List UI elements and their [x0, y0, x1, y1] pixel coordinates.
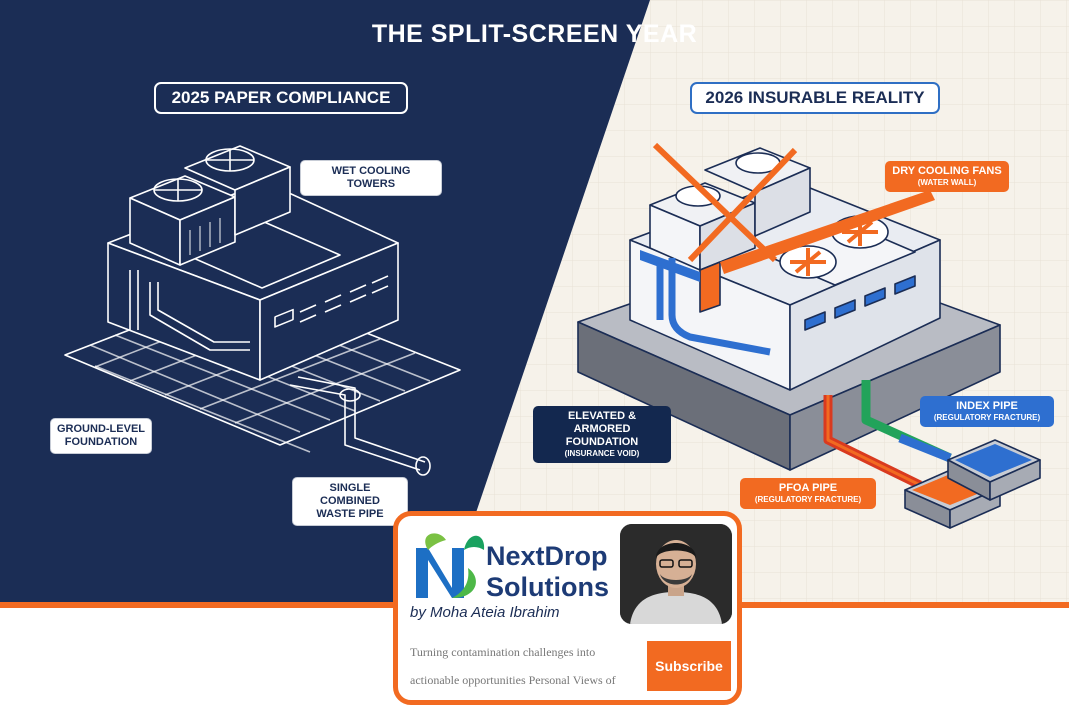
label-index-pipe: INDEX PIPE (REGULATORY FRACTURE) [920, 396, 1054, 427]
label-text: DRY COOLING FANS [892, 165, 1002, 177]
left-building-drawing [64, 145, 461, 476]
label-pfoa-pipe: PFOA PIPE (REGULATORY FRACTURE) [740, 478, 876, 509]
label-dry-cooling-fans: DRY COOLING FANS (WATER WALL) [885, 161, 1009, 192]
label-wet-cooling-towers: WET COOLING TOWERS [300, 160, 442, 196]
label-subtext: (INSURANCE VOID) [564, 449, 640, 458]
x-cross-icon [652, 142, 798, 263]
author-byline: by Moha Ateia Ibrahim [410, 604, 560, 621]
subscribe-button[interactable]: Subscribe [647, 641, 731, 691]
brand-name-line-1: NextDrop [486, 541, 608, 571]
label-subtext: (REGULATORY FRACTURE) [754, 495, 862, 504]
left-panel-heading: 2025 PAPER COMPLIANCE [154, 82, 408, 114]
label-line-1: ELEVATED & ARMORED [567, 410, 637, 435]
label-line-2: FOUNDATION [565, 436, 639, 448]
author-tagline: Turning contamination challenges into ac… [410, 645, 616, 687]
label-line-2: WASTE PIPE [316, 508, 384, 520]
label-text: PFOA PIPE [778, 482, 838, 494]
label-line-1: GROUND-LEVEL [57, 423, 145, 435]
label-subtext: (WATER WALL) [917, 178, 977, 187]
newsletter-card: NextDrop Solutions by Moha Ateia Ibrahim… [393, 511, 742, 705]
label-text: INDEX PIPE [956, 400, 1018, 412]
label-elevated-armored-foundation: ELEVATED & ARMORED FOUNDATION (INSURANCE… [533, 406, 671, 463]
leaf-logo-icon [416, 533, 485, 598]
page-title: THE SPLIT-SCREEN YEAR [371, 20, 698, 48]
fan-icon [779, 245, 837, 279]
right-panel-heading: 2026 INSURABLE REALITY [690, 82, 940, 114]
label-subtext: (REGULATORY FRACTURE) [933, 413, 1041, 422]
label-single-combined-waste-pipe: SINGLE COMBINED WASTE PIPE [292, 477, 408, 526]
label-line-1: SINGLE COMBINED [320, 482, 380, 507]
label-line-2: FOUNDATION [64, 436, 138, 448]
author-avatar [620, 524, 732, 624]
brand-name-line-2: Solutions [486, 572, 609, 602]
label-text: WET COOLING TOWERS [331, 165, 411, 190]
right-building-drawing [577, 142, 1041, 529]
label-ground-level-foundation: GROUND-LEVEL FOUNDATION [50, 418, 152, 454]
